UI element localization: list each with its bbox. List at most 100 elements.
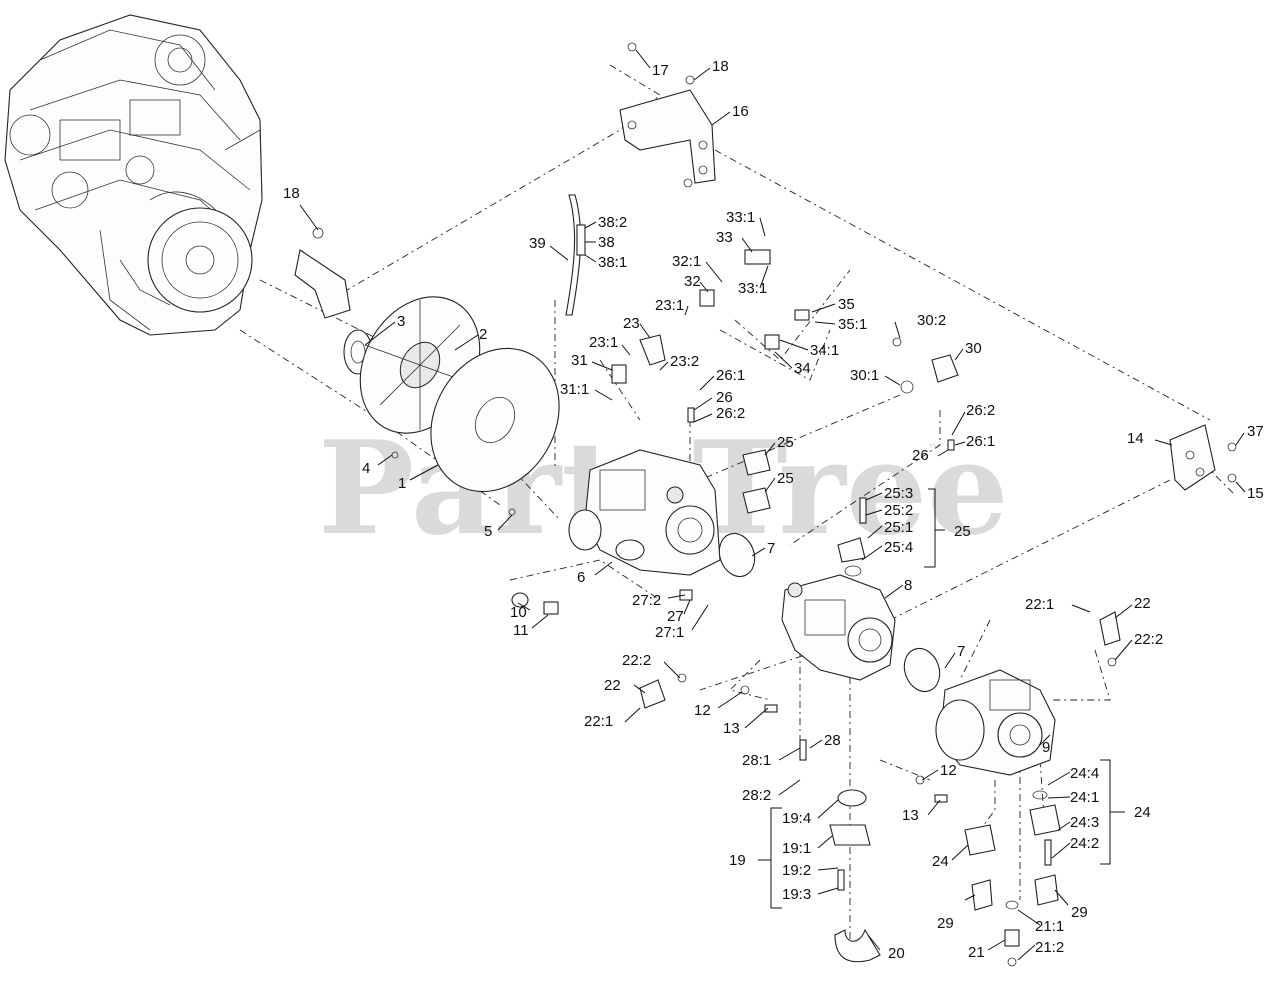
callout-label: 21:2 — [1035, 939, 1064, 956]
callout-label: 23 — [623, 315, 640, 332]
callout-label: 12 — [694, 702, 711, 719]
callout-label: 21:1 — [1035, 918, 1064, 935]
callout-label: 33:1 — [726, 209, 755, 226]
callout-label: 7 — [767, 540, 775, 557]
callout-label: 30 — [965, 340, 982, 357]
callout-label: 18 — [283, 185, 300, 202]
pump-9 — [935, 669, 1056, 776]
callout-label: 19 — [729, 852, 746, 869]
bracket-14 — [1169, 424, 1216, 491]
callout-label: 34:1 — [810, 342, 839, 359]
callout-label: 29 — [1071, 904, 1088, 921]
callout-label: 18 — [712, 58, 729, 75]
callout-label: 22 — [604, 677, 621, 694]
callout-label: 38:1 — [598, 254, 627, 271]
callout-label: 20 — [888, 945, 905, 962]
callout-label: 1 — [398, 475, 406, 492]
callout-label: 9 — [1042, 739, 1050, 756]
callout-label: 4 — [362, 460, 370, 477]
callout-label: 19:3 — [782, 886, 811, 903]
callout-label: 17 — [652, 62, 669, 79]
callout-label: 29 — [937, 915, 954, 932]
callout-label: 23:2 — [670, 353, 699, 370]
engine-illustration — [4, 14, 263, 336]
group-brackets — [758, 488, 1125, 909]
callout-label: 33 — [716, 229, 733, 246]
callout-label: 27:1 — [655, 624, 684, 641]
callout-label: 35:1 — [838, 316, 867, 333]
leader-lines — [299, 49, 1246, 961]
callout-label: 21 — [968, 944, 985, 961]
callout-label: 25:3 — [884, 485, 913, 502]
callout-label: 28:2 — [742, 787, 771, 804]
callout-label: 19:1 — [782, 840, 811, 857]
callout-label: 27:2 — [632, 592, 661, 609]
callout-label: 6 — [577, 569, 585, 586]
callout-label: 22:2 — [1134, 631, 1163, 648]
callout-label: 25:1 — [884, 519, 913, 536]
callout-label: 35 — [838, 296, 855, 313]
callout-label: 26:2 — [966, 402, 995, 419]
callout-label: 24:2 — [1070, 835, 1099, 852]
callout-label: 32:1 — [672, 253, 701, 270]
callout-label: 38 — [598, 234, 615, 251]
callout-label: 26:1 — [966, 433, 995, 450]
callout-label: 23:1 — [655, 297, 684, 314]
callout-label: 8 — [904, 577, 912, 594]
callout-label: 7 — [957, 643, 965, 660]
callout-label: 34 — [794, 360, 811, 377]
callout-label: 19:4 — [782, 810, 811, 827]
callout-labels: 17 18 16 18 38:2 38 38:1 39 33:1 33 32:1… — [283, 58, 1264, 962]
callout-label: 25 — [777, 470, 794, 487]
pump-6 — [568, 449, 721, 576]
callout-label: 28:1 — [742, 752, 771, 769]
o-ring-lower — [903, 647, 941, 693]
callout-label: 32 — [684, 273, 701, 290]
fittings — [312, 42, 1237, 967]
callout-label: 26 — [716, 389, 733, 406]
callout-label: 24 — [1134, 804, 1151, 821]
pump-8 — [781, 574, 896, 681]
callout-label: 39 — [529, 235, 546, 252]
callout-label: 26:2 — [716, 405, 745, 422]
callout-label: 28 — [824, 732, 841, 749]
callout-label: 24:1 — [1070, 789, 1099, 806]
callout-label: 23:1 — [589, 334, 618, 351]
callout-label: 2 — [479, 326, 487, 343]
callout-label: 27 — [667, 608, 684, 625]
callout-label: 24 — [932, 853, 949, 870]
callout-label: 10 — [510, 604, 527, 621]
bracket-16 — [619, 89, 716, 184]
callout-label: 38:2 — [598, 214, 627, 231]
callout-label: 14 — [1127, 430, 1144, 447]
callout-label: 11 — [513, 622, 529, 639]
callout-label: 30:2 — [917, 312, 946, 329]
callout-label: 31 — [571, 352, 588, 369]
callout-label: 25:2 — [884, 502, 913, 519]
callout-label: 30:1 — [850, 367, 879, 384]
callout-label: 22:1 — [584, 713, 613, 730]
callout-label: 5 — [484, 523, 492, 540]
callout-label: 22:1 — [1025, 596, 1054, 613]
callout-label: 24:4 — [1070, 765, 1099, 782]
drive-plate — [430, 347, 560, 493]
callout-label: 25 — [954, 523, 971, 540]
callout-label: 24:3 — [1070, 814, 1099, 831]
engine-bracket-18 — [294, 249, 351, 319]
watermark-trademark: ™ — [928, 441, 940, 455]
callout-label: 31:1 — [560, 381, 589, 398]
callout-label: 15 — [1247, 485, 1264, 502]
callout-label: 22:2 — [622, 652, 651, 669]
callout-label: 13 — [902, 807, 919, 824]
callout-label: 25:4 — [884, 539, 913, 556]
callout-label: 13 — [723, 720, 740, 737]
callout-label: 26 — [912, 447, 929, 464]
callout-label: 12 — [940, 762, 957, 779]
callout-label: 26:1 — [716, 367, 745, 384]
callout-label: 25 — [777, 434, 794, 451]
o-ring-upper — [718, 532, 756, 578]
callout-label: 37 — [1247, 423, 1264, 440]
callout-label: 33:1 — [738, 280, 767, 297]
callout-label: 3 — [397, 313, 405, 330]
